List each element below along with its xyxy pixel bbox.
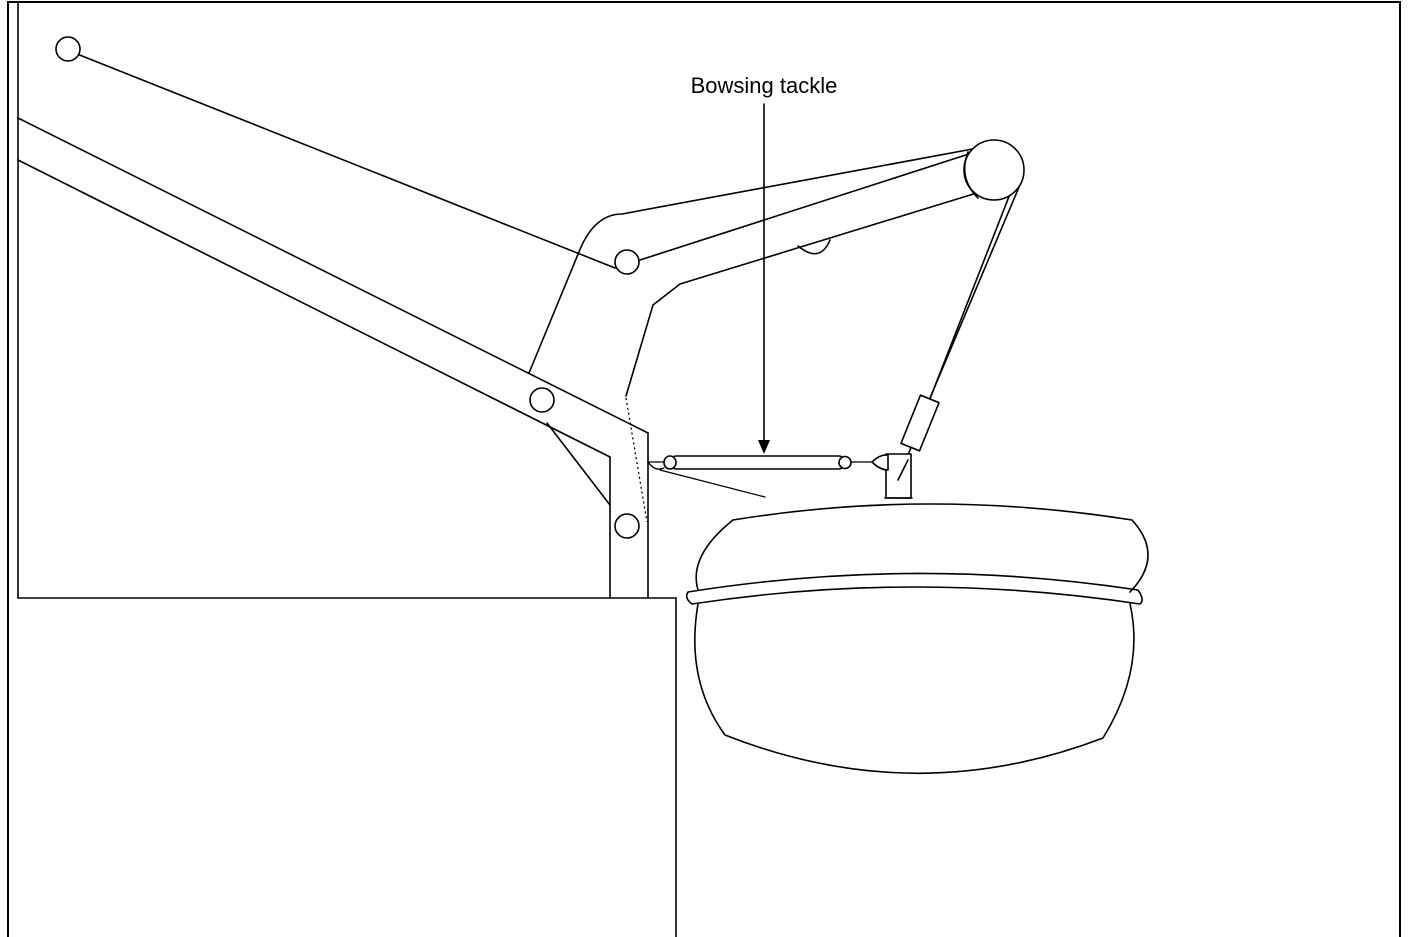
diagram-frame bbox=[7, 1, 1401, 937]
callout-arrow-head bbox=[758, 440, 770, 454]
boat-hook bbox=[884, 453, 913, 499]
fall-wire bbox=[61, 47, 1023, 456]
bowsing-tackle-label: Bowsing tackle bbox=[691, 73, 838, 98]
davit-head-sheave bbox=[963, 139, 1025, 201]
davit-arm bbox=[528, 147, 981, 523]
lifeboat bbox=[685, 503, 1149, 775]
bowsing-tackle bbox=[646, 454, 889, 498]
davit-frame bbox=[17, 117, 649, 599]
ship-structure bbox=[17, 1, 677, 937]
pivot-pins bbox=[55, 36, 640, 539]
bowsing-tackle-callout: Bowsing tackle bbox=[691, 73, 838, 454]
